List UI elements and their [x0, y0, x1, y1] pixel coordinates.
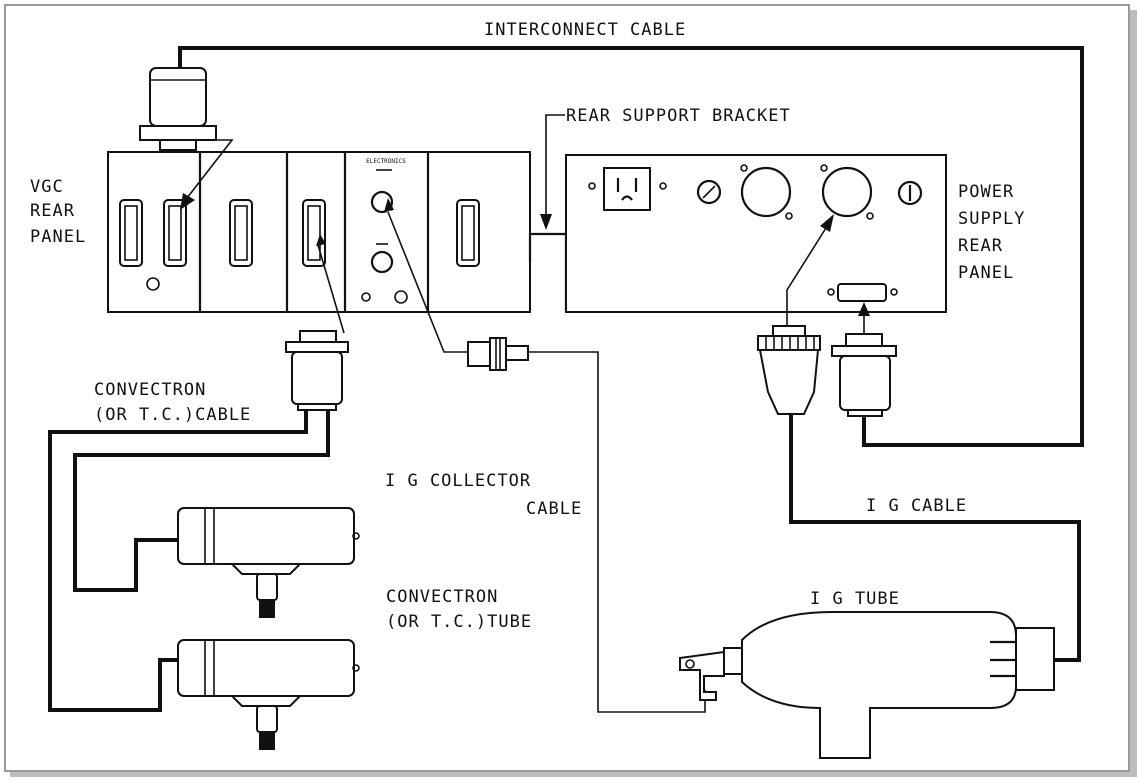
rear-support-bracket [528, 232, 568, 312]
convectron-tube-label-line1: CONVECTRON [386, 587, 498, 607]
connector-port [740, 166, 792, 218]
db-connector [163, 199, 187, 267]
vgc-label-line1: VGC [30, 177, 64, 197]
fuse-holder [897, 180, 923, 206]
ps-label-line1: POWER [958, 182, 1014, 202]
ig-tube [679, 611, 1055, 759]
vgc-rear-panel: ELECTRONICS [107, 151, 531, 313]
panel-brand-text: ELECTRONICS [366, 158, 406, 165]
ig-collector-cable [387, 211, 468, 353]
frame-shadow-bottom [10, 770, 1137, 777]
ig-collector-label-line2: CABLE [526, 499, 582, 519]
ig-cable-label: I G CABLE [866, 496, 967, 516]
db-connector [119, 199, 143, 267]
ps-label-line3: REAR [958, 236, 1003, 256]
ps-db-connector [837, 283, 887, 302]
connector-port [821, 166, 873, 218]
vgc-label-line2: REAR [30, 201, 75, 221]
convectron-cable [48, 410, 308, 712]
interconnect-cable [178, 46, 1084, 447]
bracket-leader [545, 114, 565, 222]
ig-collector-label-line1: I G COLLECTOR [385, 471, 531, 491]
convectron-tube-label-line2: (OR T.C.)TUBE [386, 612, 532, 632]
db-connector [229, 199, 253, 267]
ig-tube-label: I G TUBE [810, 589, 900, 609]
power-supply-rear-panel [565, 154, 947, 313]
bnc-plug [467, 337, 529, 371]
convectron-cable-label-line1: CONVECTRON [94, 380, 206, 400]
db-connector [456, 199, 480, 267]
plug-leader [186, 139, 234, 199]
interconnect-cable-label: INTERCONNECT CABLE [484, 20, 686, 40]
ig-cable [789, 414, 1081, 662]
convectron-cable-label-line2: (OR T.C.)CABLE [94, 405, 251, 425]
ps-label-line2: SUPPLY [958, 209, 1025, 229]
frame-shadow-right [1130, 10, 1137, 776]
ps-interconnect-plug [831, 333, 897, 417]
ps-label-line4: PANEL [958, 263, 1014, 283]
rear-support-bracket-label: REAR SUPPORT BRACKET [566, 106, 791, 126]
bnc-jack [370, 190, 394, 214]
convectron-tube [177, 639, 360, 750]
ig-cable-connector [757, 325, 821, 415]
interconnect-plug [139, 67, 217, 151]
vgc-label-line3: PANEL [30, 227, 86, 247]
convectron-tube [177, 507, 360, 618]
convectron-cable-connector [285, 330, 349, 411]
fuse-holder [696, 179, 722, 205]
ac-power-socket [603, 167, 651, 211]
